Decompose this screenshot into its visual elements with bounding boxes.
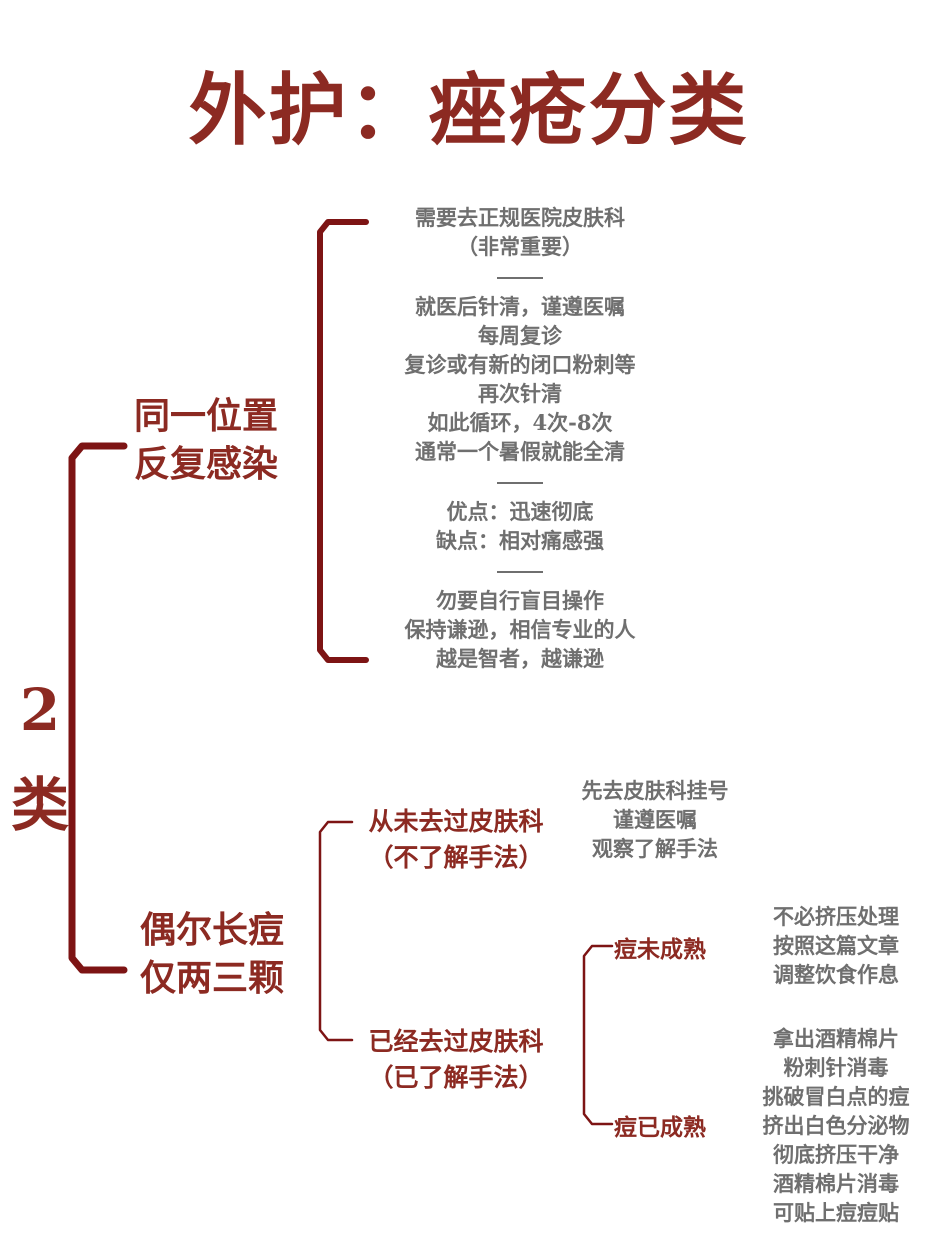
note-group: 就医后针清，谨遵医嘱 每周复诊 复诊或有新的闭口粉刺等 再次针清 如此循环，4次… [370, 292, 670, 466]
branch-label-line: 同一位置 [134, 395, 279, 437]
branch-label-line: 反复感染 [134, 443, 279, 485]
note-line: 先去皮肤科挂号 [581, 778, 729, 803]
note-line: 挤出白色分泌物 [762, 1113, 910, 1138]
note-line: 可贴上痘痘贴 [773, 1200, 899, 1225]
note-line: 需要去正规医院皮肤科 [415, 205, 625, 230]
branch-immature: 痘未成熟 [614, 936, 706, 963]
note-line: 彻底挤压干净 [773, 1142, 899, 1167]
immature-notes: 不必挤压处理 按照这篇文章 调整饮食作息 [750, 902, 922, 989]
branch-label-line: 偶尔长痘 [140, 909, 285, 951]
note-line: 缺点：相对痛感强 [436, 528, 604, 553]
note-line: 保持谦逊，相信专业的人 [404, 617, 636, 642]
branch-label-line: （不了解手法） [368, 843, 544, 872]
derm-bracket [318, 820, 354, 1042]
repeat-notes-bracket [317, 219, 369, 663]
note-line: 挑破冒白点的痘 [762, 1084, 910, 1109]
note-line: 就医后针清，谨遵医嘱 [415, 294, 625, 319]
note-line: 粉刺针消毒 [783, 1055, 889, 1080]
note-group: 需要去正规医院皮肤科 （非常重要） [370, 203, 670, 261]
note-group: 勿要自行盲目操作 保持谦逊，相信专业的人 越是智者，越谦逊 [370, 586, 670, 673]
note-line: 观察了解手法 [592, 836, 718, 861]
category-count-unit: 类 [10, 771, 69, 839]
page-title: 外护：痤疮分类 [188, 65, 749, 156]
note-line: 通常一个暑假就能全清 [415, 439, 625, 464]
branch-label-line: （已了解手法） [368, 1063, 544, 1092]
branch-never-dermatology: 从未去过皮肤科 （不了解手法） [356, 804, 556, 876]
note-divider [497, 482, 543, 484]
branch-label-line: 仅两三颗 [140, 957, 285, 999]
note-line: 不必挤压处理 [773, 904, 899, 929]
note-line: 按照这篇文章 [773, 933, 899, 958]
maturity-bracket [582, 944, 614, 1126]
category-count-number: 2 [19, 676, 61, 744]
note-line: 拿出酒精棉片 [773, 1026, 899, 1051]
note-line: 酒精棉片消毒 [773, 1171, 899, 1196]
branch-label-line: 从未去过皮肤科 [368, 807, 544, 836]
note-line: 复诊或有新的闭口粉刺等 [404, 352, 636, 377]
branch-repeat-infection: 同一位置 反复感染 [134, 392, 278, 488]
note-line: （非常重要） [457, 234, 583, 259]
note-line: 每周复诊 [478, 323, 562, 348]
mature-notes: 拿出酒精棉片 粉刺针消毒 挑破冒白点的痘 挤出白色分泌物 彻底挤压干净 酒精棉片… [746, 1024, 926, 1227]
note-line: 再次针清 [478, 381, 562, 406]
note-line: 优点：迅速彻底 [446, 499, 594, 524]
note-group: 优点：迅速彻底 缺点：相对痛感强 [370, 497, 670, 555]
never-dermatology-notes: 先去皮肤科挂号 谨遵医嘱 观察了解手法 [560, 776, 750, 863]
branch-occasional-acne: 偶尔长痘 仅两三颗 [140, 906, 284, 1002]
note-divider [497, 571, 543, 573]
branch-been-dermatology: 已经去过皮肤科 （已了解手法） [356, 1024, 556, 1096]
note-divider [497, 277, 543, 279]
branch-label-line: 已经去过皮肤科 [368, 1027, 544, 1056]
note-line: 谨遵医嘱 [613, 807, 697, 832]
note-line: 调整饮食作息 [773, 962, 899, 987]
note-line: 勿要自行盲目操作 [436, 588, 604, 613]
note-line: 如此循环，4次-8次 [427, 410, 613, 435]
main-bracket [68, 442, 128, 974]
repeat-notes: 需要去正规医院皮肤科 （非常重要） 就医后针清，谨遵医嘱 每周复诊 复诊或有新的… [370, 203, 670, 673]
note-line: 越是智者，越谦逊 [436, 646, 604, 671]
branch-mature: 痘已成熟 [614, 1114, 706, 1141]
